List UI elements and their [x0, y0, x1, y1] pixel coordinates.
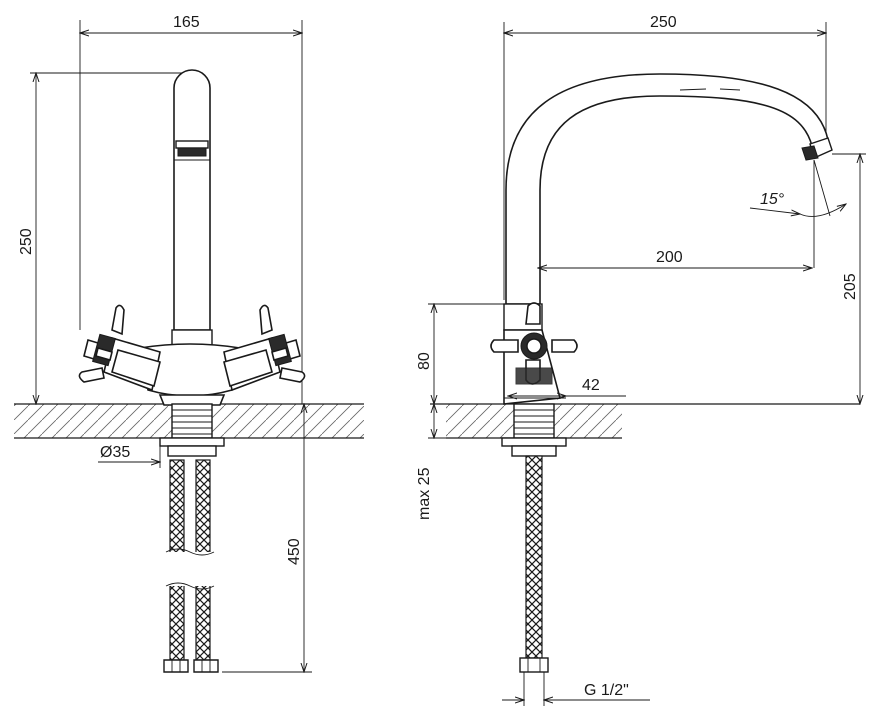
front-shank [159, 403, 225, 457]
side-countertop [430, 403, 860, 439]
side-thread-dimension: G 1/2" [502, 672, 650, 706]
front-valve-body [103, 336, 281, 406]
side-valve-body [490, 302, 578, 405]
side-base-height-label: 80 [416, 352, 433, 370]
side-mount-label: max 25 [416, 467, 433, 520]
side-spout [505, 73, 833, 305]
side-angle-label: 15° [760, 191, 785, 208]
front-hose-label: 450 [286, 538, 303, 565]
side-view: 250 15° 200 205 [416, 14, 866, 706]
side-mount-dimension: max 25 [416, 404, 446, 520]
side-base-height-dimension: 80 [416, 304, 506, 404]
side-thread-label: G 1/2" [584, 682, 629, 699]
front-right-handle [259, 304, 306, 383]
side-base-width-dimension: 42 [508, 377, 626, 396]
front-hose-dimension: 450 [222, 404, 312, 672]
side-reach-label: 250 [650, 14, 677, 31]
side-spout-reach-label: 200 [656, 249, 683, 266]
front-height-dimension: 250 [18, 73, 190, 404]
side-spout-reach-dimension: 200 [538, 249, 812, 268]
side-shank [501, 403, 567, 457]
side-base-width-label: 42 [582, 377, 600, 394]
front-diameter-label: Ø35 [100, 444, 130, 461]
front-width-label: 165 [173, 14, 200, 31]
front-left-handle [78, 304, 125, 383]
side-height-dimension: 205 [832, 154, 866, 404]
front-spout [171, 69, 213, 349]
side-reach-dimension: 250 [504, 14, 826, 300]
side-height-label: 205 [842, 273, 859, 300]
front-view: 165 250 [14, 14, 364, 672]
side-hose [519, 455, 549, 673]
front-diameter-dimension: Ø35 [98, 444, 160, 468]
front-height-label: 250 [18, 228, 35, 255]
front-hoses [163, 459, 219, 673]
side-angle: 15° [749, 159, 846, 268]
front-width-dimension: 165 [80, 14, 302, 404]
